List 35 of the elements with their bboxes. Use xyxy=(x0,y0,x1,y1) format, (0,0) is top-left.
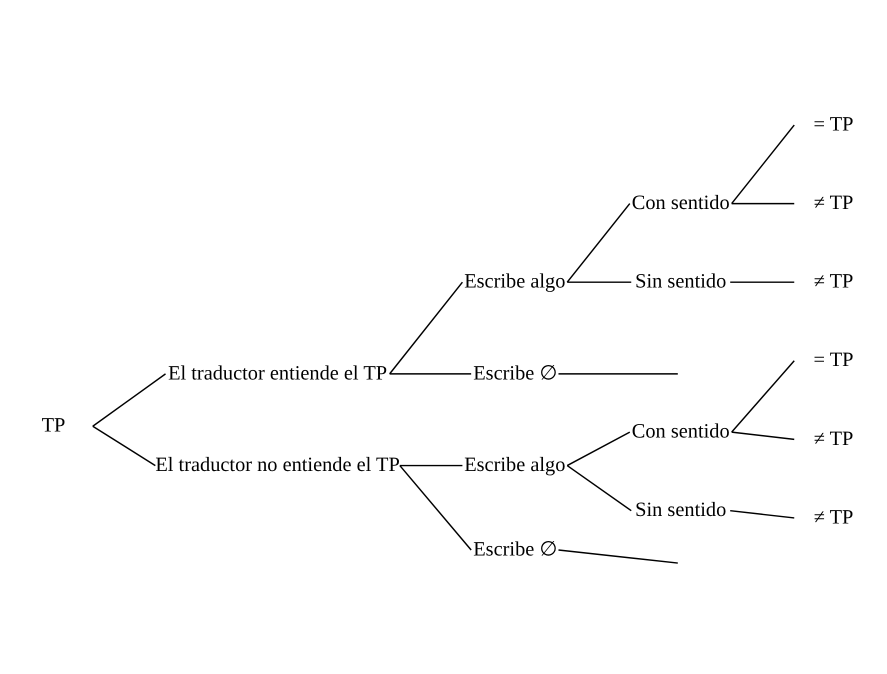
node-text: Escribe ∅ xyxy=(473,538,556,560)
node-text: ≠ TP xyxy=(814,191,854,214)
connector xyxy=(567,280,632,282)
node-text: Con sentido xyxy=(632,191,730,214)
connector xyxy=(399,464,472,550)
node-text: ≠ TP xyxy=(814,427,854,450)
connector xyxy=(92,372,166,426)
connector xyxy=(731,360,795,432)
node-text: Con sentido xyxy=(632,420,730,442)
connector xyxy=(566,430,630,466)
node-text: Escribe ∅ xyxy=(473,362,556,384)
connector xyxy=(732,430,794,440)
connector xyxy=(730,509,794,518)
node-text: Sin sentido xyxy=(635,270,726,292)
connector xyxy=(732,202,794,204)
node-text: Sin sentido xyxy=(635,498,726,521)
node-text: ≠ TP xyxy=(814,506,854,528)
connector xyxy=(390,372,472,374)
node-text: Escribe algo xyxy=(464,453,566,476)
connector xyxy=(558,372,678,374)
node-text: ≠ TP xyxy=(814,270,854,292)
connector xyxy=(730,280,794,282)
connector xyxy=(558,548,678,564)
connector xyxy=(731,124,795,204)
node-text: El traductor no entiende el TP xyxy=(155,453,400,476)
connector xyxy=(566,202,630,282)
connector xyxy=(92,425,156,466)
node-text: = TP xyxy=(814,112,854,135)
connector xyxy=(400,464,462,466)
node-text: Escribe algo xyxy=(464,270,566,292)
node-text: TP xyxy=(42,414,66,436)
connector xyxy=(389,281,463,374)
connector xyxy=(566,464,632,511)
node-text: El traductor entiende el TP xyxy=(168,362,388,384)
node-text: = TP xyxy=(814,348,854,371)
